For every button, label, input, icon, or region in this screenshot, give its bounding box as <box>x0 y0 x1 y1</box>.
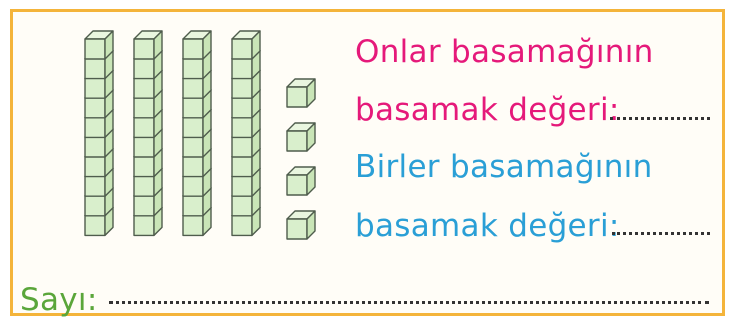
unit-cube-4 <box>286 210 316 240</box>
tens-answer-blank[interactable] <box>610 117 710 120</box>
tens-rod-cube <box>231 30 261 60</box>
tens-rod-2 <box>133 30 163 237</box>
tens-rod-1 <box>84 30 114 237</box>
tens-rod-cube <box>133 30 163 60</box>
worksheet-card <box>10 9 725 316</box>
ones-answer-blank[interactable] <box>612 232 710 235</box>
number-label: Sayı: <box>20 282 98 318</box>
tens-rod-4 <box>231 30 261 237</box>
unit-cube-1 <box>286 78 316 108</box>
tens-rod-cube <box>182 30 212 60</box>
number-answer-blank[interactable] <box>109 301 709 304</box>
ones-line-2: basamak değeri: <box>355 208 620 244</box>
tens-line-1: Onlar basamağının <box>355 34 654 70</box>
tens-rod-3 <box>182 30 212 237</box>
ones-line-1: Birler basamağının <box>355 149 653 185</box>
tens-rod-cube <box>84 30 114 60</box>
tens-line-2: basamak değeri: <box>355 92 620 128</box>
unit-cube-3 <box>286 166 316 196</box>
unit-cube-2 <box>286 122 316 152</box>
